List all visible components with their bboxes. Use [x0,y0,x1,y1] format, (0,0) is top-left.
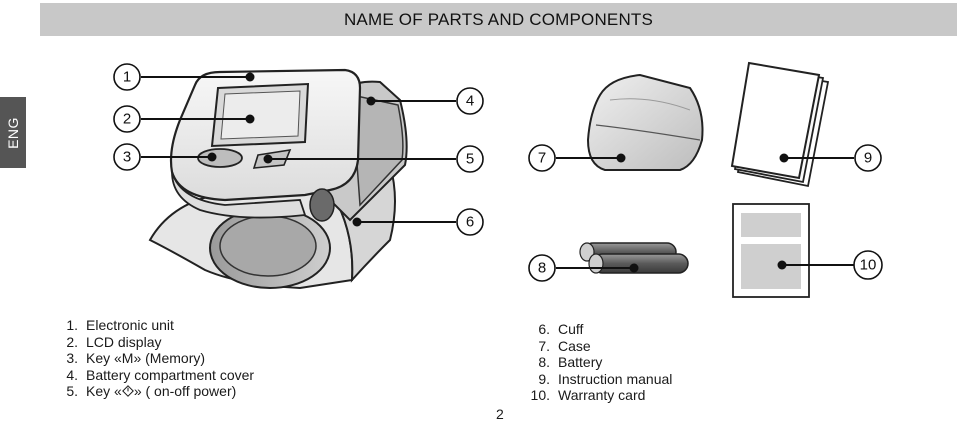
callout-5-label: 5 [466,151,474,168]
callout-8 [528,254,556,282]
parts-list-left: 1.Electronic unit 2.LCD display 3.Key «M… [62,317,254,400]
list-item: 5.Key «» ( on-off power) [66,383,237,399]
warranty-card [732,203,810,298]
language-tab: ENG [0,97,26,168]
callout-3 [113,143,141,171]
wrist-monitor [148,68,408,290]
title-bar: NAME OF PARTS AND COMPONENTS [40,3,957,36]
callout-4 [456,87,484,115]
list-item: 7.Case [538,337,591,354]
callout-1 [113,63,141,91]
list-item: 4.Battery compartment cover [66,366,255,383]
list-item: 1.Electronic unit [66,317,174,333]
list-item: 9.Instruction manual [538,370,673,387]
list-item: 2.LCD display [66,333,162,350]
callout-10 [853,250,883,280]
callout-2-label: 2 [123,111,131,128]
page-number: 2 [496,406,504,422]
callout-2 [113,105,141,133]
callout-5 [456,145,484,173]
callout-8-label: 8 [538,260,546,277]
callout-6-label: 6 [466,214,474,231]
batteries [579,242,689,274]
leader-dots [207,72,789,273]
list-item: 10.Warranty card [530,387,646,403]
callout-10-label: 10 [860,257,877,274]
callout-3-label: 3 [123,149,131,166]
page-title: NAME OF PARTS AND COMPONENTS [343,9,654,29]
leader-lines [141,76,854,269]
parts-list-right: 6.Cuff 7.Case 8.Battery 9.Instruction ma… [524,321,673,404]
callout-4-label: 4 [466,93,474,110]
instruction-manual [730,61,830,188]
callout-9-label: 9 [864,150,872,167]
list-item: 8.Battery [538,354,603,370]
callout-9 [854,144,882,172]
power-key-icon [121,385,134,397]
list-item: 3.Key «M» (Memory) [66,350,206,366]
case [586,73,704,171]
callout-markers: 1 2 3 4 5 6 7 8 9 10 [113,63,883,282]
list-item: 6.Cuff [538,321,584,337]
callout-7 [528,144,556,172]
callout-7-label: 7 [538,150,546,167]
callout-6 [456,208,484,236]
callout-1-label: 1 [123,69,131,86]
